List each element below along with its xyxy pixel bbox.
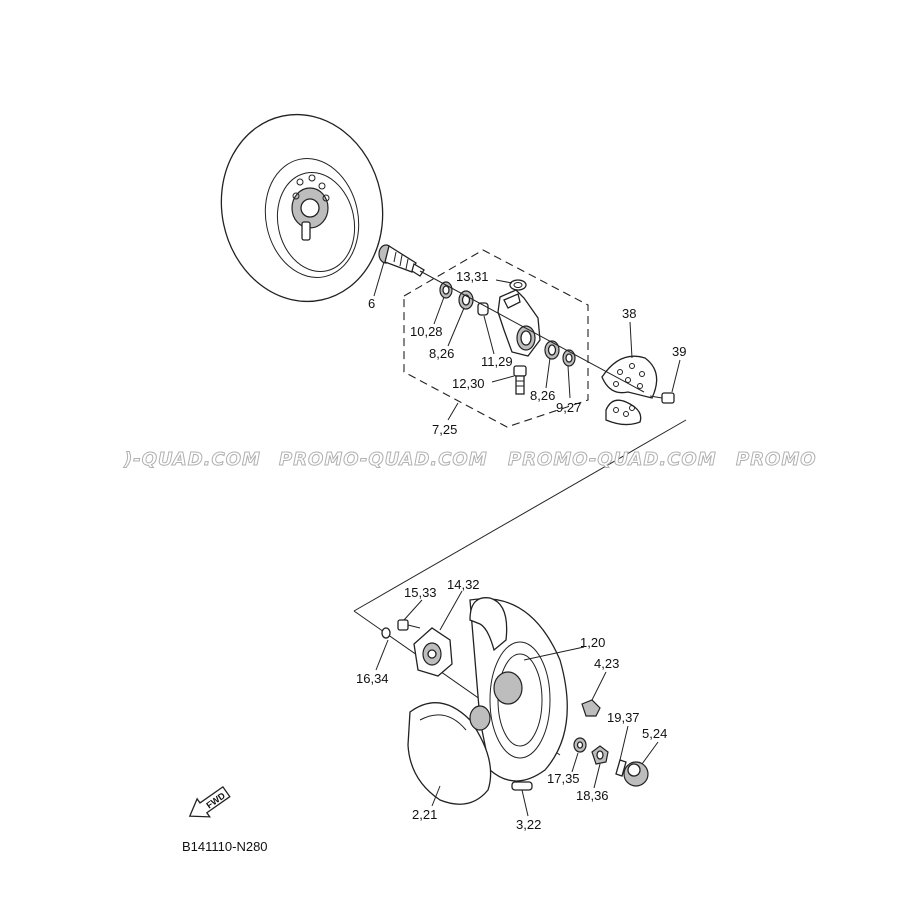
label-6: 6 — [368, 296, 375, 311]
part-steering-knuckle — [497, 289, 541, 357]
knuckle-group-outline — [403, 249, 589, 428]
label-7-25: 7,25 — [432, 422, 457, 437]
part-valve-3 — [511, 781, 533, 791]
fwd-arrow-icon: FWD — [188, 785, 231, 818]
part-hub-14 — [413, 627, 453, 677]
part-labels: 6 13,31 10,28 8,26 11,29 12,30 8,26 9,27… — [356, 269, 686, 832]
part-bolt-39 — [649, 392, 675, 404]
part-ring-13 — [509, 279, 527, 291]
watermark-text-2: PROMO-QUAD.COM — [279, 449, 488, 470]
label-19-37: 19,37 — [607, 710, 640, 725]
watermark: )-QUAD.COM PROMO-QUAD.COM PROMO-QUAD.COM… — [123, 449, 817, 471]
part-cap-5 — [623, 761, 649, 787]
label-15-33: 15,33 — [404, 585, 437, 600]
label-10-28: 10,28 — [410, 324, 443, 339]
label-38: 38 — [622, 306, 636, 321]
part-rim-outer-1 — [469, 597, 568, 782]
label-4-23: 4,23 — [594, 656, 619, 671]
part-nut-18 — [591, 745, 609, 765]
part-rim-inner-2 — [407, 702, 492, 805]
label-16-34: 16,34 — [356, 671, 389, 686]
part-ball-joint-12 — [513, 365, 527, 395]
label-1-20: 1,20 — [580, 635, 605, 650]
assembled-wheel — [220, 113, 384, 303]
part-axle-6 — [378, 244, 425, 277]
label-12-30: 12,30 — [452, 376, 485, 391]
label-39: 39 — [672, 344, 686, 359]
label-9-27: 9,27 — [556, 400, 581, 415]
watermark-text-1: )-QUAD.COM — [123, 449, 261, 470]
label-17-35: 17,35 — [547, 771, 580, 786]
part-cotter-pin-19 — [615, 759, 627, 777]
label-3-22: 3,22 — [516, 817, 541, 832]
part-ring-16 — [381, 627, 391, 639]
label-11-29: 11,29 — [481, 354, 513, 369]
watermark-text-3: PROMO-QUAD.COM — [508, 449, 717, 470]
label-8-26-left: 8,26 — [429, 346, 454, 361]
label-18-36: 18,36 — [576, 788, 609, 803]
part-stud-15 — [397, 619, 421, 631]
part-disc-guard-38 — [601, 355, 658, 426]
leader-lines — [373, 261, 681, 817]
label-5-24: 5,24 — [642, 726, 667, 741]
diagram-reference: B141110-N280 — [182, 839, 268, 854]
label-2-21: 2,21 — [412, 807, 437, 822]
watermark-text-4: PROMO — [736, 449, 817, 470]
label-8-26-right: 8,26 — [530, 388, 555, 403]
part-nut-4 — [581, 699, 601, 717]
label-13-31: 13,31 — [456, 269, 489, 284]
label-14-32: 14,32 — [447, 577, 480, 592]
